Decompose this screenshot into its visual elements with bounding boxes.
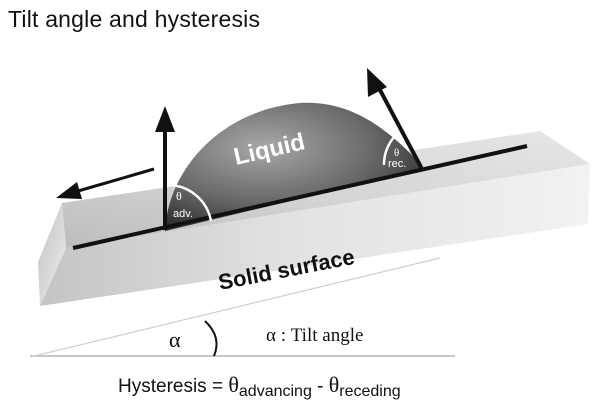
- advancing-theta-symbol: θ: [176, 189, 182, 203]
- tilt-angle-arc: [204, 320, 218, 357]
- receding-angle-label: rec.: [388, 158, 406, 170]
- arrow-normal-receding-icon: [367, 68, 424, 170]
- slab-front-face: [40, 164, 590, 306]
- equation-lhs: Hysteresis =: [118, 376, 228, 397]
- liquid-droplet: [165, 102, 425, 231]
- equation-sub-receding: receding: [339, 383, 400, 400]
- receding-theta-symbol: θ: [394, 147, 399, 159]
- hysteresis-equation: Hysteresis = θadvancing - θreceding: [118, 372, 401, 400]
- advancing-angle-label: adv.: [173, 208, 193, 220]
- tilt-angle-legend: α : Tilt angle: [266, 325, 363, 346]
- receding-angle-arc: [382, 132, 399, 166]
- slab-bottom-edge-line: [29, 257, 441, 358]
- tilt-alpha-symbol: α: [169, 327, 181, 352]
- equation-theta-receding: θ: [329, 372, 340, 397]
- advancing-angle-arc: [166, 183, 213, 222]
- page-title: Tilt angle and hysteresis: [8, 6, 261, 32]
- slab-left-end: [38, 203, 66, 306]
- contact-line: [72, 144, 528, 250]
- equation-theta-advancing: θ: [228, 372, 239, 397]
- equation-minus: -: [312, 376, 329, 397]
- arrow-sliding-direction-icon: [56, 167, 155, 199]
- arrow-normal-advancing-icon: [155, 106, 175, 230]
- equation-sub-advancing: advancing: [239, 383, 312, 400]
